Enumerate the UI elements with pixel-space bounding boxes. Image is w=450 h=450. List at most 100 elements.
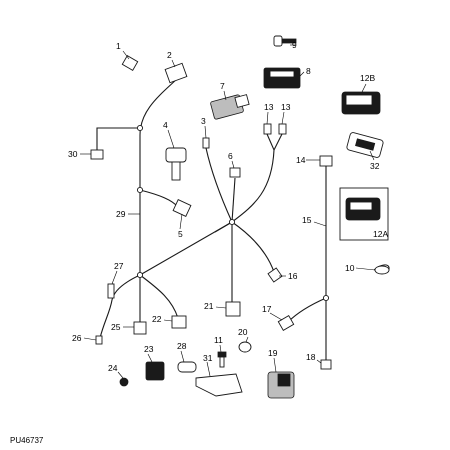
bezel-opening-32 bbox=[355, 138, 376, 151]
callout-11: 11 bbox=[214, 335, 223, 345]
switch-face-12A bbox=[349, 201, 373, 211]
callout-13a: 13 bbox=[264, 102, 274, 112]
junction-node bbox=[228, 218, 236, 226]
callout-4: 4 bbox=[163, 120, 168, 130]
leader-line-7 bbox=[223, 90, 227, 101]
switch-stem-part-4 bbox=[171, 161, 181, 181]
drawing-code-label: PU46737 bbox=[10, 436, 44, 445]
junction-node bbox=[136, 271, 144, 279]
callout-26: 26 bbox=[72, 333, 82, 343]
callout-1: 1 bbox=[116, 41, 121, 51]
leader-line-8 bbox=[299, 71, 305, 77]
harness-junctions bbox=[136, 124, 330, 302]
main-trunk-wire bbox=[139, 77, 179, 275]
callout-19: 19 bbox=[268, 348, 278, 358]
connector-part-25 bbox=[133, 321, 147, 335]
callout-28: 28 bbox=[177, 341, 187, 351]
callout-21: 21 bbox=[204, 301, 214, 311]
sensor-part-28 bbox=[177, 361, 197, 373]
leader-line-3 bbox=[204, 125, 207, 139]
fuse-holder-part-2 bbox=[164, 62, 188, 84]
key-part-9 bbox=[273, 35, 283, 47]
branch-wire-16 bbox=[231, 221, 275, 273]
callout-labels: 1 2 3 4 5 6 7 8 9 10 11 12A 12B 13 13 15… bbox=[68, 40, 388, 373]
callout-6: 6 bbox=[228, 151, 233, 161]
callout-30: 30 bbox=[68, 149, 78, 159]
callout-32: 32 bbox=[370, 161, 380, 171]
callout-7: 7 bbox=[220, 81, 225, 91]
switch-face-19 bbox=[277, 373, 291, 387]
leader-line-18 bbox=[316, 359, 322, 364]
connector-part-30 bbox=[90, 149, 104, 160]
leader-line-4 bbox=[167, 129, 175, 149]
leader-line-12B bbox=[361, 83, 367, 93]
callout-16: 16 bbox=[288, 271, 298, 281]
leader-line-23 bbox=[147, 353, 153, 363]
callout-15: 15 bbox=[302, 215, 312, 225]
leader-line-1 bbox=[122, 50, 130, 60]
connector-part-26 bbox=[95, 335, 103, 345]
branch-wire-3 bbox=[205, 147, 233, 223]
callout-8: 8 bbox=[306, 66, 311, 76]
leader-line-28 bbox=[180, 350, 185, 363]
connector-part-5 bbox=[172, 199, 192, 217]
screw-shank-part-11 bbox=[219, 356, 225, 368]
screw-part-24 bbox=[119, 377, 129, 387]
callout-31: 31 bbox=[203, 353, 213, 363]
leader-line-24 bbox=[117, 371, 124, 379]
connector-part-1 bbox=[121, 55, 139, 71]
callout-20: 20 bbox=[238, 327, 248, 337]
leader-line-10 bbox=[355, 267, 376, 271]
harness-parts bbox=[90, 35, 390, 399]
junction-node bbox=[136, 124, 144, 132]
relay-part-23 bbox=[145, 361, 165, 381]
leader-line-26 bbox=[83, 337, 97, 341]
leader-line-17 bbox=[269, 312, 283, 321]
leader-line-15 bbox=[313, 221, 327, 227]
junction-node bbox=[136, 186, 144, 194]
screw-part-11 bbox=[217, 351, 227, 358]
callout-13b: 13 bbox=[281, 102, 291, 112]
leader-line-5 bbox=[179, 213, 183, 230]
branch-wire-22 bbox=[139, 274, 179, 319]
branch-wire-13 bbox=[231, 149, 275, 223]
cable-tie-part-10 bbox=[374, 265, 390, 275]
leader-line-31 bbox=[206, 361, 211, 377]
leader-line-11 bbox=[219, 344, 222, 353]
callout-17: 17 bbox=[262, 304, 272, 314]
connector-part-17 bbox=[277, 315, 295, 331]
relay-part-21 bbox=[225, 301, 241, 317]
branch-wire-5 bbox=[139, 189, 179, 208]
relay-part-7-plug bbox=[234, 94, 250, 108]
connector-part-16 bbox=[267, 267, 283, 283]
callout-5: 5 bbox=[178, 229, 183, 239]
branch-wire-6 bbox=[231, 177, 236, 223]
leader-line-32 bbox=[369, 150, 375, 161]
callout-9: 9 bbox=[292, 40, 297, 50]
connector-part-6 bbox=[229, 167, 241, 178]
callout-27: 27 bbox=[114, 261, 124, 271]
callout-23: 23 bbox=[144, 344, 154, 354]
branch-wire-27 bbox=[99, 274, 141, 339]
clip-part-20 bbox=[238, 341, 252, 353]
leader-lines bbox=[80, 44, 376, 379]
branch-wire-17 bbox=[287, 297, 327, 323]
callout-29: 29 bbox=[116, 209, 126, 219]
branch-wire-left bbox=[214, 221, 233, 233]
connector-13-leads bbox=[266, 133, 283, 152]
callout-25: 25 bbox=[111, 322, 121, 332]
connector-part-14 bbox=[319, 155, 333, 167]
leader-line-22 bbox=[163, 319, 173, 322]
leader-line-13a bbox=[266, 111, 269, 125]
leader-line-27 bbox=[111, 270, 118, 285]
leader-line-20 bbox=[245, 336, 249, 343]
switch-face-12B bbox=[345, 94, 373, 106]
callout-12A: 12A bbox=[373, 229, 388, 239]
connector-part-13a bbox=[263, 123, 272, 135]
leader-line-6 bbox=[231, 160, 235, 169]
diode-part-27 bbox=[107, 283, 115, 299]
key-blade-part-9 bbox=[281, 38, 297, 44]
callout-24: 24 bbox=[108, 363, 118, 373]
callout-10: 10 bbox=[345, 263, 355, 273]
